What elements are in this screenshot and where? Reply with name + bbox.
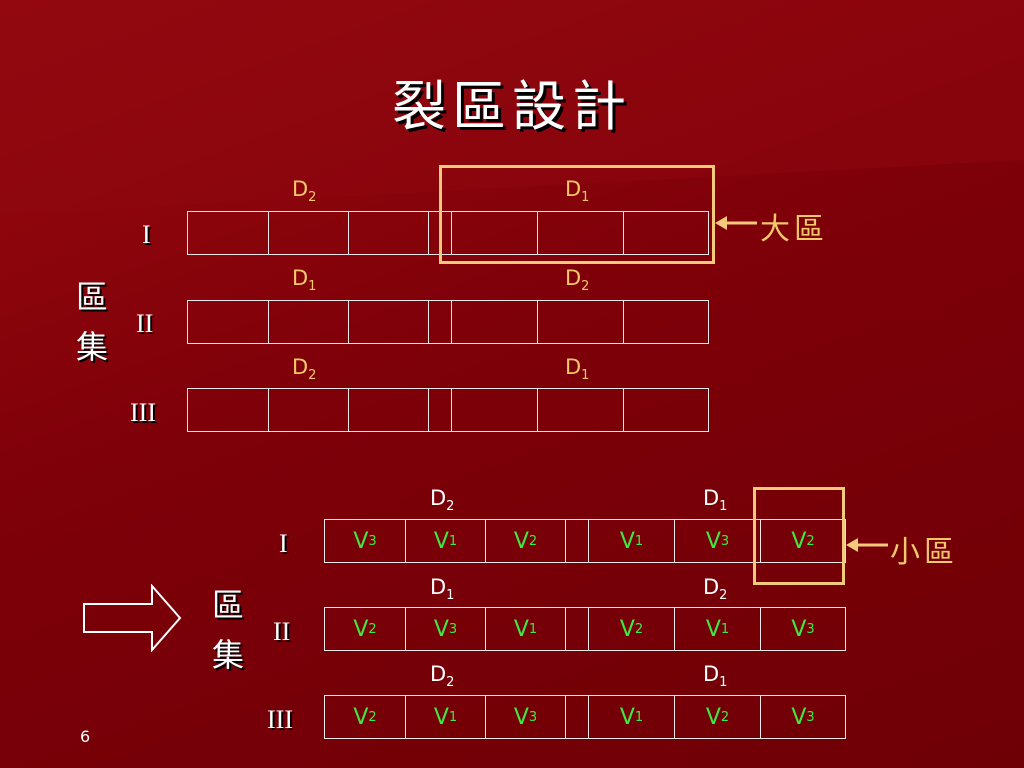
top-row-2-label: II (136, 309, 154, 338)
bottom-block-label-char-2: 集 (212, 636, 245, 674)
top-row-1-plot (452, 212, 538, 254)
bottom-row-3-label: III (267, 705, 293, 734)
top-block-label-char-1: 區 (76, 278, 109, 316)
top-row-3-plot (538, 389, 624, 431)
top-row-2-right-d: D2 (565, 266, 590, 295)
top-row-3-plot (269, 389, 349, 431)
top-row-2-plot (452, 301, 538, 343)
top-row-1-gap (429, 212, 452, 254)
top-row-2-plot (269, 301, 349, 343)
top-row-3-plot (349, 389, 429, 431)
left-arrow-icon (846, 538, 888, 552)
bottom-row-2-label: II (273, 617, 291, 646)
top-row-2-left-d: D1 (292, 266, 317, 295)
left-arrow-icon (715, 216, 757, 230)
page-number: 6 (80, 727, 91, 746)
top-row-3-plot (188, 389, 269, 431)
page-title: 裂區設計 (392, 75, 632, 138)
bottom-row-3-gap (566, 696, 589, 738)
top-row-3 (187, 388, 709, 432)
whole-plot-highlight (439, 165, 715, 264)
top-row-2-plot (349, 301, 429, 343)
top-row-3-label: III (130, 398, 156, 427)
top-row-3-right-d: D1 (565, 355, 590, 384)
top-row-1-left-d: D2 (292, 177, 317, 206)
bottom-row-3-left-d: D2 (430, 662, 455, 691)
top-row-3-plot (624, 389, 708, 431)
top-row-3-plot (452, 389, 538, 431)
top-row-1-right-d: D1 (565, 177, 590, 206)
top-block-label-char-2: 集 (76, 328, 109, 366)
top-block-label: 區 集 (76, 272, 116, 372)
top-row-2-plot (188, 301, 269, 343)
top-row-1-plot (269, 212, 349, 254)
bottom-row-2-left-d: D1 (430, 575, 455, 604)
bottom-row-1-left-d: D2 (430, 486, 455, 515)
top-row-2 (187, 300, 709, 344)
top-row-1-plot (188, 212, 269, 254)
bottom-block-label-char-1: 區 (212, 586, 245, 624)
bottom-row-1-label: I (279, 529, 288, 558)
bottom-row-1-right-d: D1 (703, 486, 728, 515)
bottom-row-1-gap (566, 520, 589, 562)
right-block-arrow-icon (83, 584, 182, 652)
bottom-row-3-right-d: D1 (703, 662, 728, 691)
bottom-block-label: 區 集 (212, 580, 252, 680)
bottom-row-2-right-d: D2 (703, 575, 728, 604)
bottom-row-2-gap (566, 608, 589, 650)
top-row-3-left-d: D2 (292, 355, 317, 384)
top-row-2-gap (429, 301, 452, 343)
top-row-2-plot (624, 301, 708, 343)
whole-plot-callout: 大區 (760, 212, 828, 247)
subplot-callout: 小區 (890, 535, 958, 570)
top-row-1-label: I (142, 220, 151, 249)
top-row-1 (187, 211, 709, 255)
top-row-3-gap (429, 389, 452, 431)
subplot-highlight (753, 487, 845, 585)
top-row-1-plot (349, 212, 429, 254)
top-row-2-plot (538, 301, 624, 343)
top-row-1-plot (538, 212, 624, 254)
